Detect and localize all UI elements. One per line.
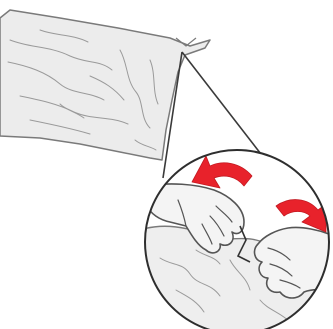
magnified-callout bbox=[140, 150, 333, 329]
package bbox=[0, 10, 210, 160]
